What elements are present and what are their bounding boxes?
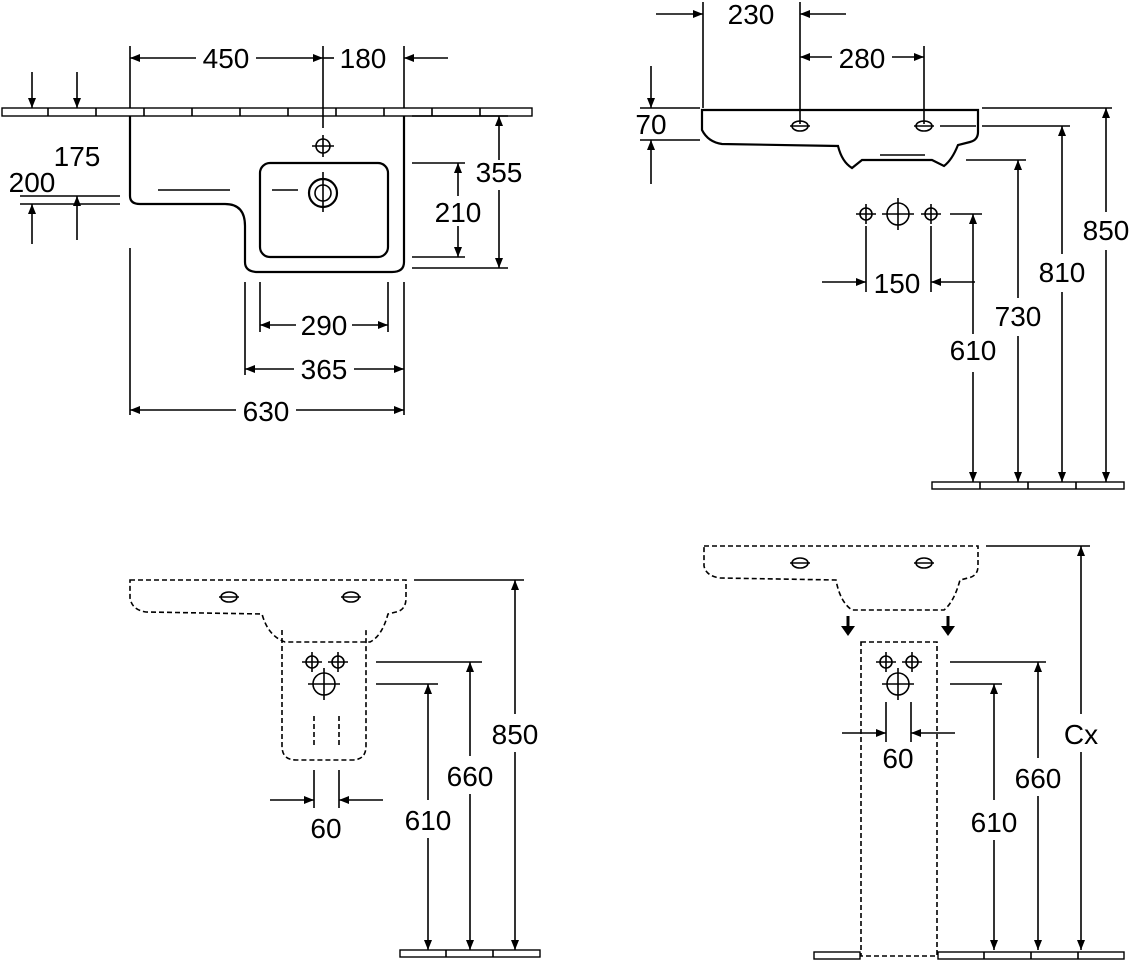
- side-dim-810: 810: [1039, 257, 1086, 288]
- semi-dim-610: 610: [405, 805, 452, 836]
- fixing-hole-icon: [790, 557, 934, 569]
- plan-dim-200: 200: [9, 167, 56, 198]
- semi-pedestal-outline: [281, 630, 367, 761]
- semi-pedestal-view: 60 610 660 850: [129, 579, 541, 958]
- tap-hole-icon: [312, 135, 334, 157]
- tap-hole-icon: [856, 198, 941, 230]
- semi-dim-660: 660: [447, 761, 494, 792]
- basin-front-outline: [700, 108, 980, 170]
- basin-outline: [128, 116, 406, 274]
- pedestal-dim-cx: Cx: [1064, 719, 1098, 750]
- tap-hole-icon: [876, 652, 922, 700]
- side-view: 230 280 70 150: [635, 0, 1130, 490]
- floor-hatching-icon: [813, 951, 1125, 960]
- plan-dim-180: 180: [340, 43, 387, 74]
- fixing-hole-icon: [790, 120, 934, 132]
- pedestal-view: 60 610 660 Cx: [703, 545, 1125, 960]
- plan-dim-175: 175: [54, 141, 101, 172]
- plan-dim-450: 450: [203, 43, 250, 74]
- pedestal-dim-60: 60: [882, 743, 913, 774]
- plan-dim-355: 355: [476, 157, 523, 188]
- plan-dim-365: 365: [301, 354, 348, 385]
- pedestal-dim-610: 610: [971, 807, 1018, 838]
- pedestal-dim-660: 660: [1015, 763, 1062, 794]
- bowl-outline: [258, 161, 390, 259]
- floor-hatching-icon: [931, 481, 1125, 490]
- side-dim-730: 730: [995, 301, 1042, 332]
- floor-hatching-icon: [399, 949, 541, 958]
- wall-strip: [1, 107, 533, 117]
- side-dim-70: 70: [635, 109, 666, 140]
- semi-dim-850: 850: [492, 719, 539, 750]
- side-dim-280: 280: [839, 43, 886, 74]
- side-dim-230: 230: [728, 0, 775, 30]
- plan-dim-210: 210: [435, 197, 482, 228]
- fixing-hole-icon: [219, 591, 361, 603]
- basin-dashed-outline: [129, 579, 407, 643]
- plan-view: 450 180 175 200 355 210 290 365 630: [1, 43, 533, 427]
- basin-dashed-outline: [703, 545, 979, 611]
- pedestal-outline: [860, 641, 938, 957]
- plan-dim-630: 630: [243, 396, 290, 427]
- semi-dim-60: 60: [310, 813, 341, 844]
- plan-dim-290: 290: [301, 310, 348, 341]
- waste-outlet-icon: [307, 172, 339, 212]
- side-dim-610: 610: [950, 335, 997, 366]
- down-arrow-icon: [841, 616, 955, 636]
- side-dim-850: 850: [1083, 215, 1130, 246]
- side-dim-150: 150: [874, 268, 921, 299]
- tap-hole-icon: [302, 652, 348, 700]
